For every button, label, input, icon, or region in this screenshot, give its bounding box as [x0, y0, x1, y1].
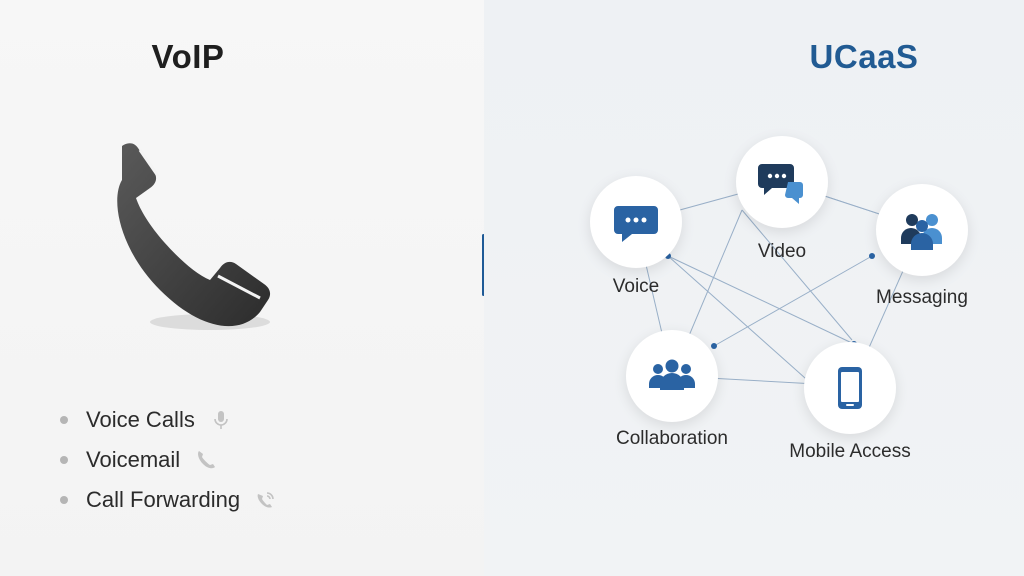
bullet: [60, 416, 68, 424]
node-label-collaboration: Collaboration: [616, 428, 728, 449]
phone-forward-icon: [257, 492, 274, 508]
ucaas-title: UCaaS: [809, 38, 919, 75]
node-label-mobile-access: Mobile Access: [789, 441, 911, 462]
feature-list: Voice Calls Voicemail Call Forwarding: [60, 400, 278, 520]
feature-item-voicemail: Voicemail: [60, 440, 278, 480]
feature-label: Voice Calls: [86, 407, 195, 432]
feature-item-call-forwarding: Call Forwarding: [60, 480, 278, 520]
feature-label: Call Forwarding: [86, 487, 241, 512]
feature-label: Voicemail: [86, 447, 181, 472]
node-messaging: [876, 184, 968, 276]
bullet: [60, 496, 68, 504]
node-label-video: Video: [757, 241, 807, 262]
ucaas-panel: UCaaS Voice: [484, 0, 1024, 576]
panel-divider: [482, 234, 485, 296]
feature-item-voice-calls: Voice Calls: [60, 400, 278, 440]
bullet: [60, 456, 68, 464]
phone-icon: [198, 451, 216, 469]
node-label-voice: Voice: [612, 276, 660, 297]
node-label-messaging: Messaging: [876, 287, 968, 308]
node-collaboration: [626, 330, 718, 422]
node-voice: [590, 176, 682, 268]
chat-bubbles-icon: [758, 164, 803, 204]
node-mobile-access: [804, 342, 896, 434]
team-icon: [649, 359, 695, 390]
voip-title: VoIP: [151, 38, 225, 75]
voip-panel: VoIP Voice Calls Voicemail: [0, 0, 484, 576]
handset-icon: [117, 143, 271, 330]
chat-bubble-icon: [614, 206, 658, 242]
microphone-icon: [214, 411, 228, 429]
smartphone-icon: [838, 367, 862, 409]
people-group-icon: [901, 214, 942, 250]
node-video: [736, 136, 828, 228]
